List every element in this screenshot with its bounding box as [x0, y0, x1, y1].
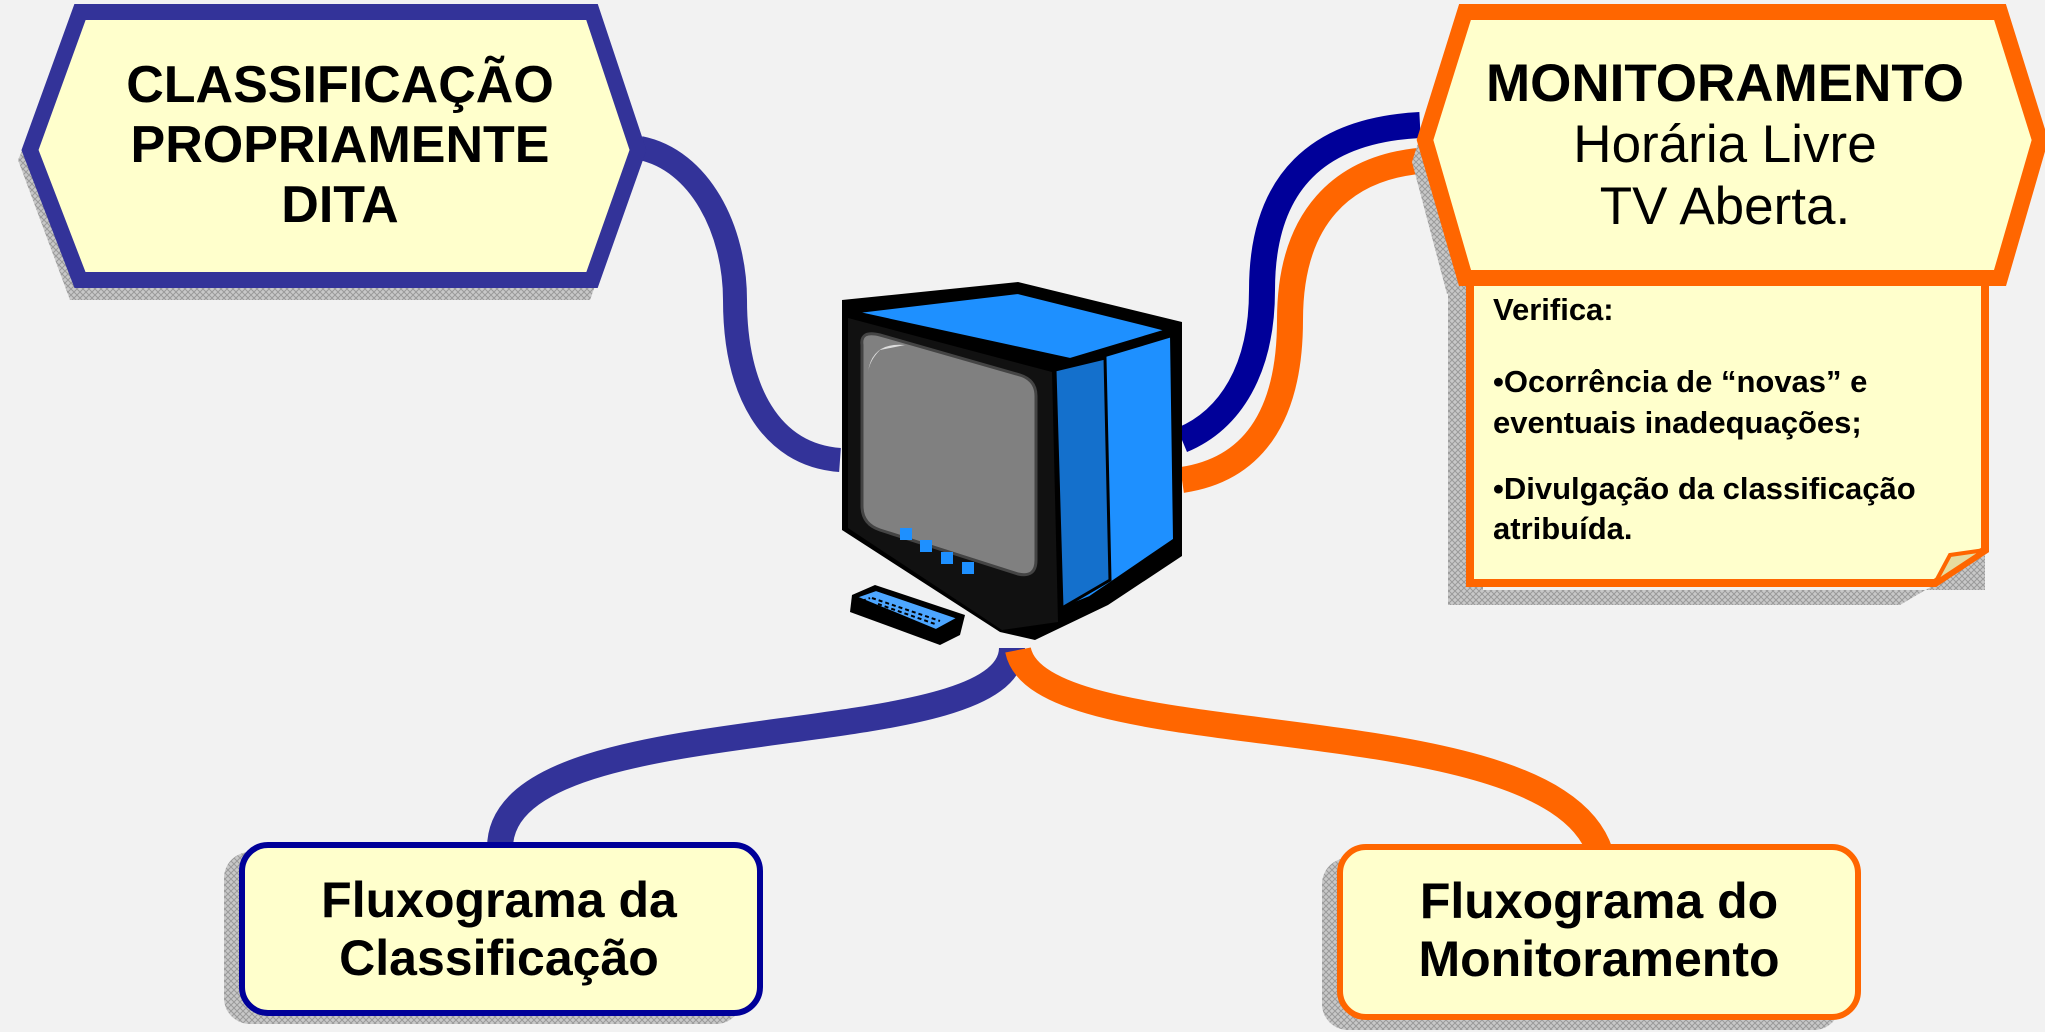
node-fluxograma-classificacao-line-2: Classificação: [339, 930, 659, 986]
note-item: •Divulgação da classificação atribuída.: [1493, 470, 1916, 547]
node-fluxograma-classificacao[interactable]: Fluxograma da Classificação: [240, 845, 758, 1013]
node-monitoramento: MONITORAMENTO Horária Livre TV Aberta.: [1410, 45, 2040, 245]
node-monitoramento-line-2: TV Aberta.: [1599, 176, 1851, 236]
node-fluxograma-monitoramento-line-1: Fluxograma do: [1419, 873, 1779, 929]
node-monitoramento-shape: [1412, 4, 2045, 605]
node-classificacao-line-2: PROPRIAMENTE: [130, 115, 550, 174]
node-fluxo-classificacao-shape: [224, 842, 763, 1024]
node-monitoramento-line-1: Horária Livre: [1573, 115, 1877, 175]
node-classificacao-shape: [18, 3, 647, 300]
node-monitoramento-title: MONITORAMENTO: [1486, 53, 1964, 113]
node-classificacao: CLASSIFICAÇÃO PROPRIAMENTE DITA: [60, 40, 620, 250]
node-fluxograma-classificacao-line-1: Fluxograma da: [321, 872, 677, 928]
node-fluxo-monitoramento-shape: [1322, 844, 1861, 1030]
monitoramento-note: Verifica: •Ocorrência de “novas” e event…: [1493, 290, 1993, 575]
connector-classificacao: [637, 136, 842, 472]
connectors: [487, 112, 1613, 857]
remote-control-icon: [850, 585, 965, 645]
note-item: •Ocorrência de “novas” e eventuais inade…: [1493, 364, 1868, 440]
node-classificacao-line-1: CLASSIFICAÇÃO: [126, 55, 554, 114]
node-fluxograma-monitoramento-line-2: Monitoramento: [1418, 931, 1780, 987]
note-heading: Verifica:: [1493, 292, 1614, 327]
television-icon: [842, 282, 1182, 640]
node-classificacao-line-3: DITA: [281, 176, 399, 235]
connector-fluxo-monitoramento: [1005, 645, 1613, 857]
node-fluxograma-monitoramento[interactable]: Fluxograma do Monitoramento: [1340, 845, 1858, 1015]
connector-fluxo-classificacao: [487, 646, 1025, 850]
connector-monitoramento-orange: [1179, 147, 1431, 493]
connector-monitoramento-dark: [1176, 112, 1421, 452]
